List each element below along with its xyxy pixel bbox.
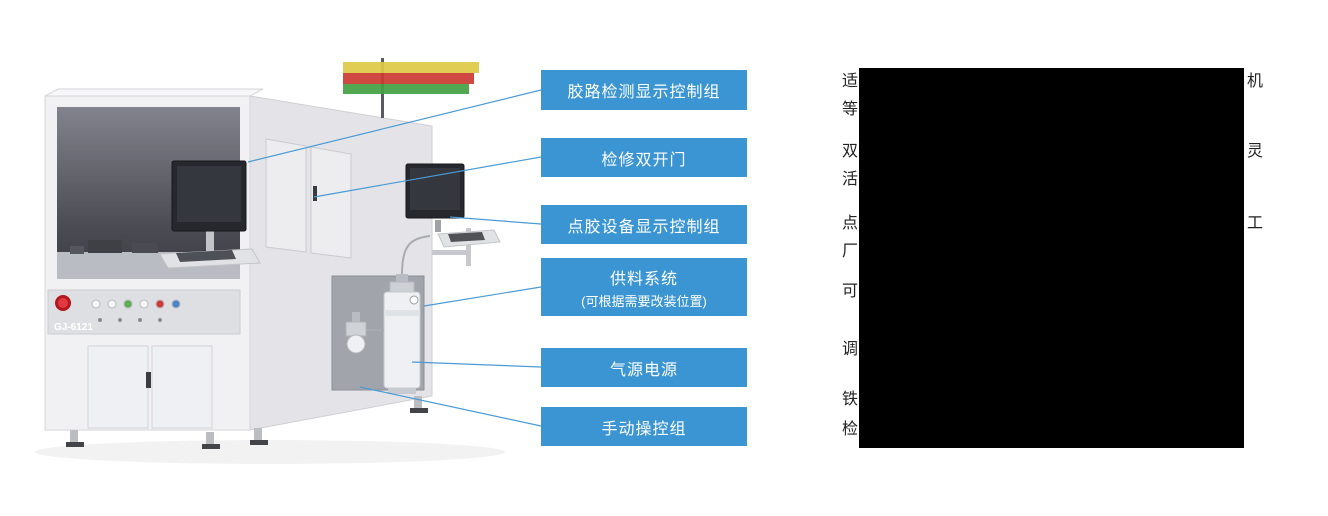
model-label: GJ-6121: [54, 322, 93, 333]
floor-shadow: [35, 440, 505, 464]
door-handle-icon: [313, 186, 317, 201]
machine-feet: [66, 396, 428, 449]
label-subtext: (可根据需要改装位置): [581, 293, 707, 309]
callout-line-2: [313, 156, 542, 198]
signal-tower: [343, 58, 479, 118]
label-text: 点胶设备显示控制组: [567, 218, 721, 236]
label-text: 气源电源: [609, 361, 678, 379]
supply-canister: [383, 235, 431, 394]
air-regulator: [345, 312, 384, 354]
label-maintenance-doors: 检修双开门: [541, 138, 747, 177]
label-text: 胶路检测显示控制组: [567, 84, 721, 101]
keyboard-icon: [176, 250, 236, 262]
cabinet-doors: [87, 345, 213, 429]
label-glue-path-display: 胶路检测显示控制组: [541, 70, 747, 110]
callout-line-3: [449, 216, 542, 225]
callout-line-6: [359, 386, 542, 427]
control-panel: GJ-6121: [47, 289, 241, 335]
callout-line-4: [423, 286, 542, 307]
label-air-power: 气源电源: [541, 348, 747, 387]
indicator-buttons: [91, 299, 181, 322]
label-dispenser-display: 点胶设备显示控制组: [541, 205, 747, 244]
callout-line-5: [411, 361, 542, 368]
label-manual-control: 手动操控组: [541, 407, 747, 446]
emergency-stop-button: [55, 295, 71, 311]
label-text: 手动操控组: [601, 420, 687, 438]
label-text: 供料系统: [609, 270, 678, 288]
callout-line-1: [247, 89, 542, 163]
inspection-monitor: [159, 160, 261, 269]
keyboard-icon: [448, 232, 485, 242]
dispensing-monitor: [405, 163, 501, 266]
label-feeding-system: 供料系统 (可根据需要改装位置): [541, 258, 747, 316]
door-handle-icon: [146, 372, 151, 388]
label-text: 检修双开门: [601, 151, 687, 169]
callout-lines: [247, 89, 542, 427]
